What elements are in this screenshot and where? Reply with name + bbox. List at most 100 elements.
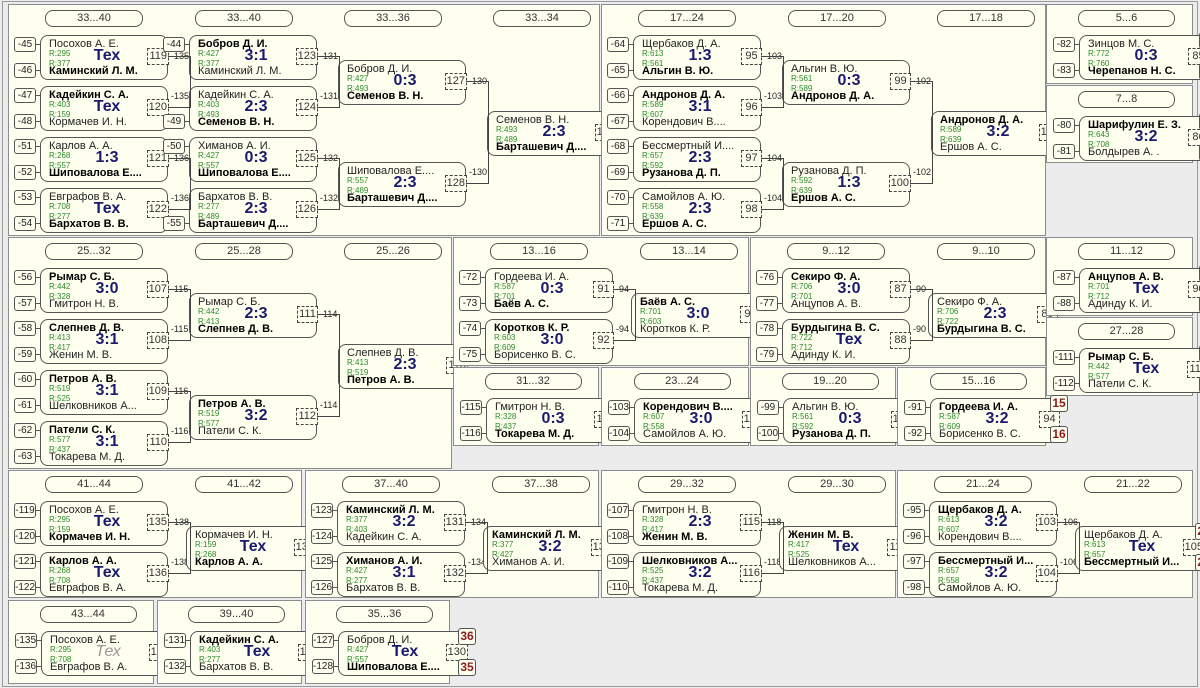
player-1-name[interactable]: Секиро Ф. А. xyxy=(791,271,861,283)
player-1-name[interactable]: Петров А. В. xyxy=(49,373,117,385)
player-1-name[interactable]: Кормачев И. Н. xyxy=(195,529,273,541)
player-2-name[interactable]: Бессмертный И... xyxy=(1084,556,1180,568)
player-2-name[interactable]: Ершов А. С. xyxy=(642,218,707,230)
player-1-name[interactable]: Карлов А. А. xyxy=(49,555,117,567)
player-1-name[interactable]: Зинцов М. С. xyxy=(1088,38,1155,50)
player-1-name[interactable]: Бобров Д. И. xyxy=(347,63,413,75)
player-2-name[interactable]: Токарева М. Д. xyxy=(642,582,719,594)
player-2-name[interactable]: Патели С. К. xyxy=(198,425,262,437)
player-1-name[interactable]: Гордеева И. А. xyxy=(494,271,570,283)
player-1-name[interactable]: Рымар С. Б. xyxy=(49,271,115,283)
player-2-name[interactable]: Шиповалова Е.... xyxy=(49,167,142,179)
player-1-name[interactable]: Слепнев Д. В. xyxy=(347,347,419,359)
player-1-name[interactable]: Евграфов В. А. xyxy=(49,191,127,203)
player-1-name[interactable]: Щербаков Д. А. xyxy=(642,38,721,50)
player-1-name[interactable]: Женин М. В. xyxy=(788,529,854,541)
player-2-name[interactable]: Слепнев Д. В. xyxy=(198,323,274,335)
player-2-name[interactable]: Самойлов А. Ю. xyxy=(643,428,727,440)
player-1-name[interactable]: Анцупов А. В. xyxy=(1088,271,1164,283)
player-2-name[interactable]: Каминский Л. М. xyxy=(198,65,282,77)
player-2-name[interactable]: Андронов Д. А. xyxy=(791,90,875,102)
player-1-name[interactable]: Гмитрон Н. В. xyxy=(642,504,712,516)
player-1-name[interactable]: Кадейкин С. А. xyxy=(199,634,279,646)
player-1-name[interactable]: Бурдыгина В. С. xyxy=(791,322,880,334)
player-1-name[interactable]: Андронов Д. А. xyxy=(642,89,726,101)
player-2-name[interactable]: Петров А. В. xyxy=(347,374,415,386)
player-2-name[interactable]: Болдырев А. . xyxy=(1088,146,1160,158)
player-1-name[interactable]: Бессмертный И... xyxy=(938,555,1034,567)
player-2-name[interactable]: Борисенко В. С. xyxy=(494,349,576,361)
player-2-name[interactable]: Бархатов В. В. xyxy=(346,582,421,594)
player-2-name[interactable]: Шелковников А... xyxy=(788,556,876,568)
player-1-name[interactable]: Щербаков Д. А. xyxy=(938,504,1022,516)
player-1-name[interactable]: Посохов А. Е. xyxy=(49,38,119,50)
player-2-name[interactable]: Семенов В. Н. xyxy=(347,90,424,102)
player-2-name[interactable]: Патели С. К. xyxy=(1088,378,1152,390)
player-1-name[interactable]: Щербаков Д. А. xyxy=(1084,529,1163,541)
player-1-name[interactable]: Бобров Д. И. xyxy=(347,634,413,646)
player-1-name[interactable]: Патели С. К. xyxy=(49,424,116,436)
player-2-name[interactable]: Гмитрон Н. В. xyxy=(49,298,119,310)
player-1-name[interactable]: Гордеева И. А. xyxy=(939,401,1018,413)
player-1-name[interactable]: Шелковников А... xyxy=(642,555,738,567)
player-2-name[interactable]: Женин М. В. xyxy=(49,349,113,361)
player-2-name[interactable]: Кормачев И. Н. xyxy=(49,531,131,543)
player-2-name[interactable]: Корендович В.... xyxy=(642,116,726,128)
player-2-name[interactable]: Шиповалова Е.... xyxy=(198,167,291,179)
player-1-name[interactable]: Карлов А. А. xyxy=(49,140,113,152)
player-1-name[interactable]: Бобров Д. И. xyxy=(198,38,268,50)
player-1-name[interactable]: Посохов А. Е. xyxy=(49,504,119,516)
player-1-name[interactable]: Андронов Д. А. xyxy=(940,114,1024,126)
player-1-name[interactable]: Химанов А. И. xyxy=(198,140,271,152)
player-2-name[interactable]: Шиповалова Е.... xyxy=(347,661,440,673)
player-2-name[interactable]: Анцупов А. В. xyxy=(791,298,862,310)
player-1-name[interactable]: Альгин В. Ю. xyxy=(792,401,859,413)
player-1-name[interactable]: Самойлов А. Ю. xyxy=(642,191,726,203)
player-2-name[interactable]: Каминский Л. М. xyxy=(49,65,138,77)
player-2-name[interactable]: Химанов А. И. xyxy=(492,556,565,568)
player-1-name[interactable]: Секиро Ф. А. xyxy=(937,296,1003,308)
player-1-name[interactable]: Посохов А. Е. xyxy=(50,634,120,646)
player-2-name[interactable]: Рузанова Д. П. xyxy=(792,428,871,440)
player-1-name[interactable]: Баёв А. С. xyxy=(640,296,696,308)
player-1-name[interactable]: Рымар С. Б. xyxy=(1088,351,1154,363)
player-2-name[interactable]: Ершов А. С. xyxy=(791,192,856,204)
player-2-name[interactable]: Карлов А. А. xyxy=(195,556,263,568)
